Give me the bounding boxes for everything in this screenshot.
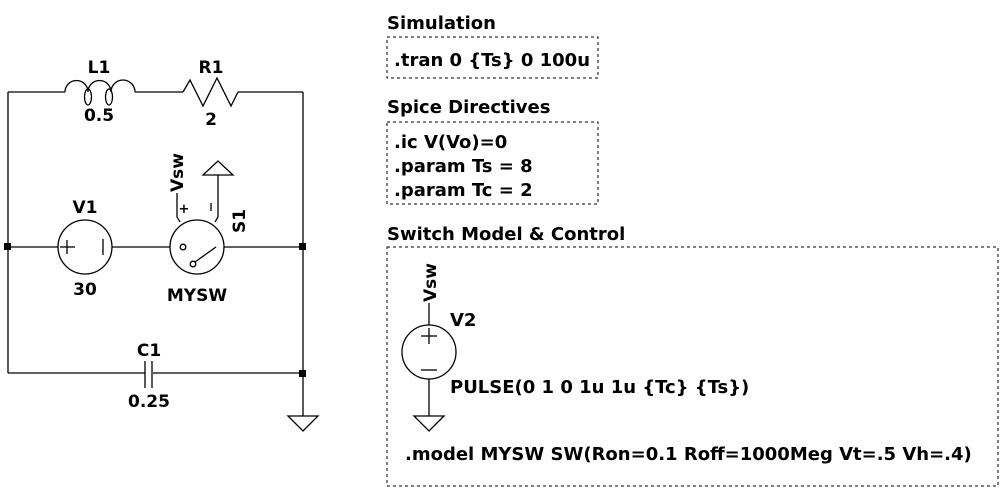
resistor-r1[interactable]: R1 2: [182, 58, 239, 130]
spice-directive[interactable]: .ic V(Vo)=0: [394, 132, 507, 153]
ground-icon: [201, 160, 235, 176]
v1-value[interactable]: 30: [73, 280, 97, 300]
r1-value[interactable]: 2: [205, 110, 217, 130]
net-label-vsw[interactable]: Vsw: [168, 153, 188, 192]
c1-name: C1: [137, 341, 161, 361]
ground-icon: [412, 415, 446, 432]
s1-name: S1: [230, 209, 250, 233]
spice-directives-title: Spice Directives: [387, 97, 550, 118]
switch-blade: [194, 246, 217, 263]
ground-icon: [286, 415, 320, 432]
spice-directives-box: [386, 121, 599, 205]
switch-model-title: Switch Model & Control: [387, 224, 625, 245]
v1-name: V1: [73, 198, 98, 218]
inductor-l1[interactable]: L1 0.5: [64, 58, 136, 126]
net-label-vsw[interactable]: Vsw: [421, 263, 441, 302]
voltage-source-icon: [57, 219, 113, 275]
switch-s1[interactable]: + Vsw S1 MYSW: [167, 153, 250, 306]
wires: [7, 91, 304, 416]
voltage-source-v2[interactable]: Vsw V2 PULSE(0 1 0 1u 1u {Tc} {Ts}): [401, 263, 749, 432]
simulation-directive[interactable]: .tran 0 {Ts} 0 100u: [394, 50, 590, 71]
switch-model-directive[interactable]: .model MYSW SW(Ron=0.1 Roff=1000Meg Vt=.…: [405, 444, 972, 465]
l1-value[interactable]: 0.5: [84, 106, 114, 126]
s1-value[interactable]: MYSW: [167, 286, 227, 306]
control-lead-minus: [214, 175, 219, 223]
v2-name: V2: [450, 310, 476, 331]
junction-dot: [299, 243, 306, 250]
control-lead-plus: [176, 193, 181, 223]
switch-model-box: [386, 246, 999, 487]
c1-value[interactable]: 0.25: [128, 392, 170, 412]
r1-name: R1: [199, 58, 224, 78]
resistor-icon: [182, 76, 239, 108]
voltage-source-v1[interactable]: V1 30: [57, 198, 113, 300]
junction-dot: [4, 243, 11, 250]
l1-name: L1: [88, 58, 111, 78]
simulation-title: Simulation: [387, 13, 496, 34]
spice-directive[interactable]: .param Tc = 2: [394, 180, 533, 201]
switch-contact: [179, 243, 187, 251]
inductor-icon: [64, 79, 136, 93]
control-plus-mark: +: [179, 202, 190, 217]
junction-dot: [299, 370, 306, 377]
v2-value[interactable]: PULSE(0 1 0 1u 1u {Tc} {Ts}): [450, 377, 749, 398]
capacitor-c1[interactable]: C1 0.25: [128, 341, 170, 412]
spice-directive[interactable]: .param Ts = 8: [394, 156, 533, 177]
switch-contact: [189, 260, 197, 268]
inductor-loop: [83, 88, 93, 106]
inductor-loop: [104, 88, 114, 106]
switch-icon: [169, 219, 225, 275]
